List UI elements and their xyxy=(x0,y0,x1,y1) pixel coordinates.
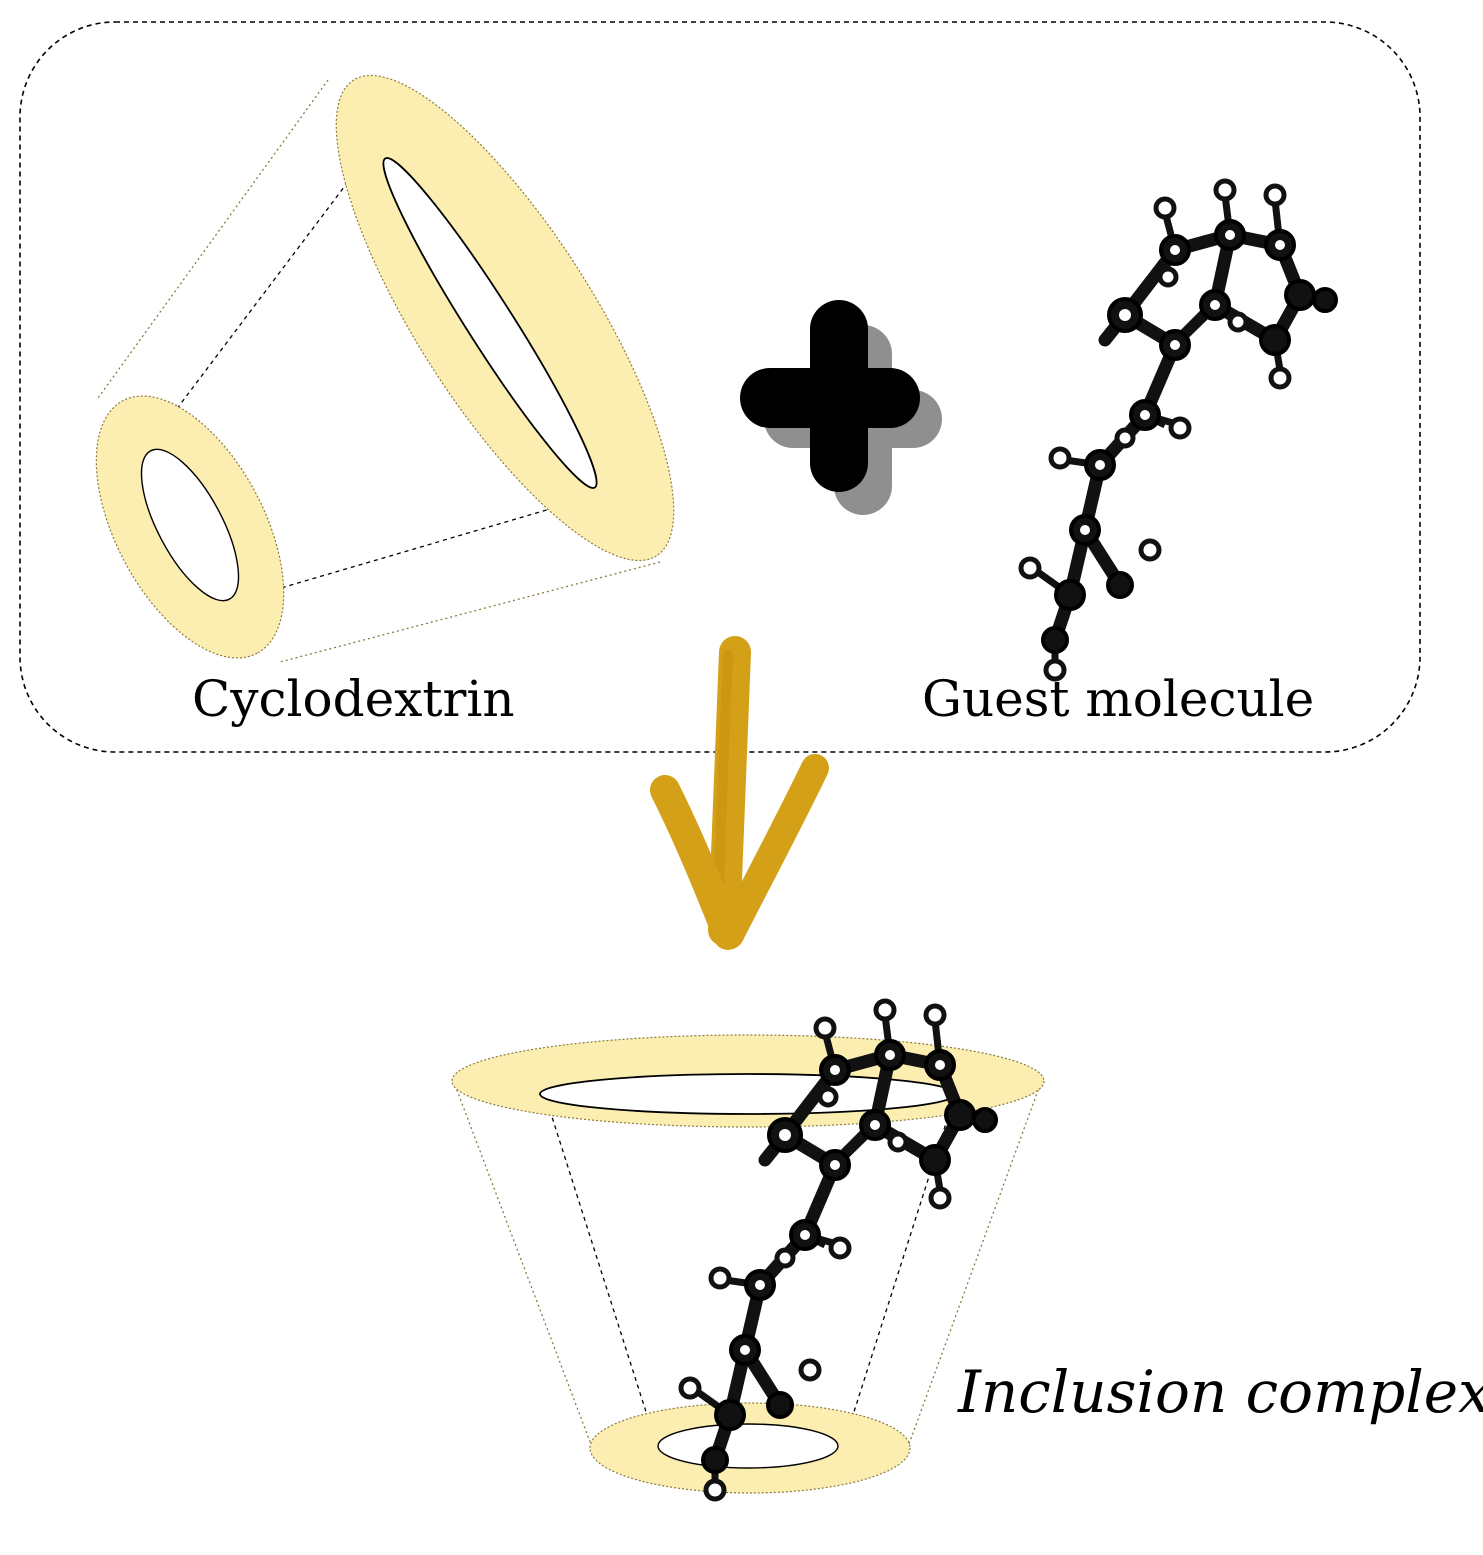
inclusion-complex-label: Inclusion complex xyxy=(958,1358,1483,1426)
reactants-frame xyxy=(19,21,1421,753)
guest-molecule xyxy=(1021,181,1336,679)
cyclodextrin-narrow-rim xyxy=(95,395,285,659)
reaction-arrow-icon xyxy=(650,636,829,950)
cyclodextrin-wide-rim xyxy=(335,74,675,562)
cyclodextrin-cone xyxy=(95,74,675,663)
cyclodextrin-label: Cyclodextrin xyxy=(192,670,515,728)
inclusion-complex xyxy=(451,1001,1045,1499)
guest-molecule-label: Guest molecule xyxy=(922,670,1315,728)
plus-icon xyxy=(740,300,942,515)
